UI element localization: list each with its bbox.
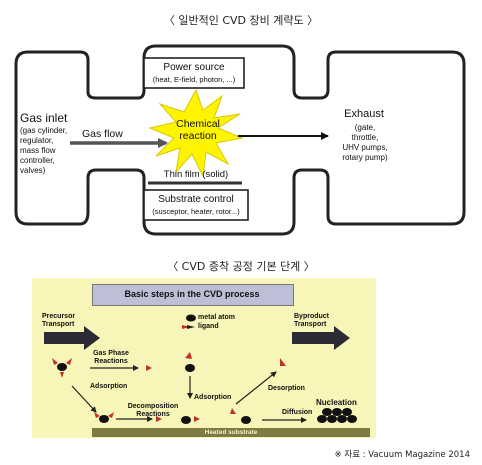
adsorbed-molecule-left — [94, 412, 114, 423]
precursor-transport-line1: Precursor — [42, 313, 76, 320]
precursor-transport-label: Precursor Transport — [42, 313, 75, 329]
heated-substrate-bar — [92, 428, 370, 437]
legend-metal-atom-dot — [186, 314, 196, 322]
chemical-reaction-label: Chemical reaction — [168, 118, 228, 142]
nucleation-cluster — [317, 408, 357, 423]
byproduct-transport-label: Byproduct Transport — [294, 313, 329, 329]
legend-ligand-label: ligand — [198, 323, 219, 330]
decomposition-line1: Decomposition — [127, 403, 179, 410]
chemical-reaction-line2: reaction — [179, 130, 217, 142]
surface-species — [230, 408, 251, 424]
gas-phase-line1: Gas Phase — [93, 350, 129, 357]
gas-inlet-detail-line-3: mass flow — [20, 146, 56, 155]
gas-phase-reactions-label: Gas Phase Reactions — [86, 350, 136, 366]
chemical-reaction-line1: Chemical — [176, 118, 220, 130]
heated-substrate-label: Heated substrate — [204, 429, 258, 436]
precursor-transport-line2: Transport — [42, 321, 75, 328]
legend-metal-atom-label: metal atom — [198, 314, 235, 321]
decomposition-line2: Reactions — [136, 411, 170, 418]
byproduct-transport-line1: Byproduct — [294, 313, 329, 320]
gas-inlet-heading: Gas inlet — [20, 111, 68, 125]
legend-ligand-icon — [182, 325, 195, 329]
decomposed-product — [156, 416, 200, 424]
desorption-label: Desorption — [268, 385, 305, 392]
power-source-detail: (heat, E-field, photon, ...) — [152, 75, 236, 84]
figure2-title: 〈 CVD 증착 공정 기본 단계 〉 — [167, 260, 315, 273]
power-source-heading: Power source — [163, 62, 225, 73]
desorption-arrow — [235, 371, 277, 405]
adsorption-left-label: Adsorption — [90, 383, 128, 390]
gas-inlet-detail-line-4: controller, — [20, 156, 55, 165]
adsorption-mid-label: Adsorption — [194, 394, 232, 401]
exhaust-details: (gate,throttle,UHV pumps,rotary pump) — [328, 123, 402, 163]
precursor-molecule — [52, 358, 72, 378]
process-heading: Basic steps in the CVD process — [124, 289, 260, 299]
desorbed-ligand — [280, 358, 286, 366]
power-source-box — [143, 57, 245, 89]
chemical-reaction-star — [148, 88, 244, 178]
gas-flow-label: Gas flow — [82, 128, 123, 140]
exhaust-detail-line-2: throttle, — [351, 133, 379, 142]
gas-inlet-detail-line-2: regulator, — [20, 136, 54, 145]
precursor-transport-arrow — [44, 326, 100, 350]
source-note: ※ 자료 : Vacuum Magazine 2014 — [334, 450, 470, 460]
exhaust-heading: Exhaust — [344, 108, 384, 120]
exhaust-detail-line-3: UHV pumps, — [342, 143, 388, 152]
gas-inlet-detail-line-1: (gas cylinder, — [20, 126, 68, 135]
figure1-title: 〈 일반적인 CVD 장비 계략도 〉 — [163, 14, 319, 27]
diffusion-label: Diffusion — [282, 409, 313, 416]
process-heading-box — [92, 284, 294, 306]
decomposition-reactions-label: Decomposition Reactions — [118, 403, 188, 419]
substrate-control-detail: (susceptor, heater, rotor...) — [152, 207, 240, 216]
exhaust-detail-line-1: (gate, — [354, 123, 376, 132]
byproduct-transport-line2: Transport — [294, 321, 327, 328]
chamber-outline — [14, 44, 466, 236]
substrate-control-heading: Substrate control — [158, 194, 234, 205]
byproduct-transport-arrow — [292, 326, 350, 350]
gas-phase-line2: Reactions — [94, 358, 128, 365]
adsorption-left-arrow — [71, 385, 97, 413]
thin-film-label: Thin film (solid) — [163, 169, 229, 180]
gas-inlet-detail-line-5: valves) — [20, 166, 46, 175]
substrate-control-box — [143, 189, 249, 221]
gas-phase-product — [146, 352, 195, 399]
exhaust-detail-line-4: rotary pump) — [342, 153, 388, 162]
nucleation-label: Nucleation — [316, 398, 357, 407]
